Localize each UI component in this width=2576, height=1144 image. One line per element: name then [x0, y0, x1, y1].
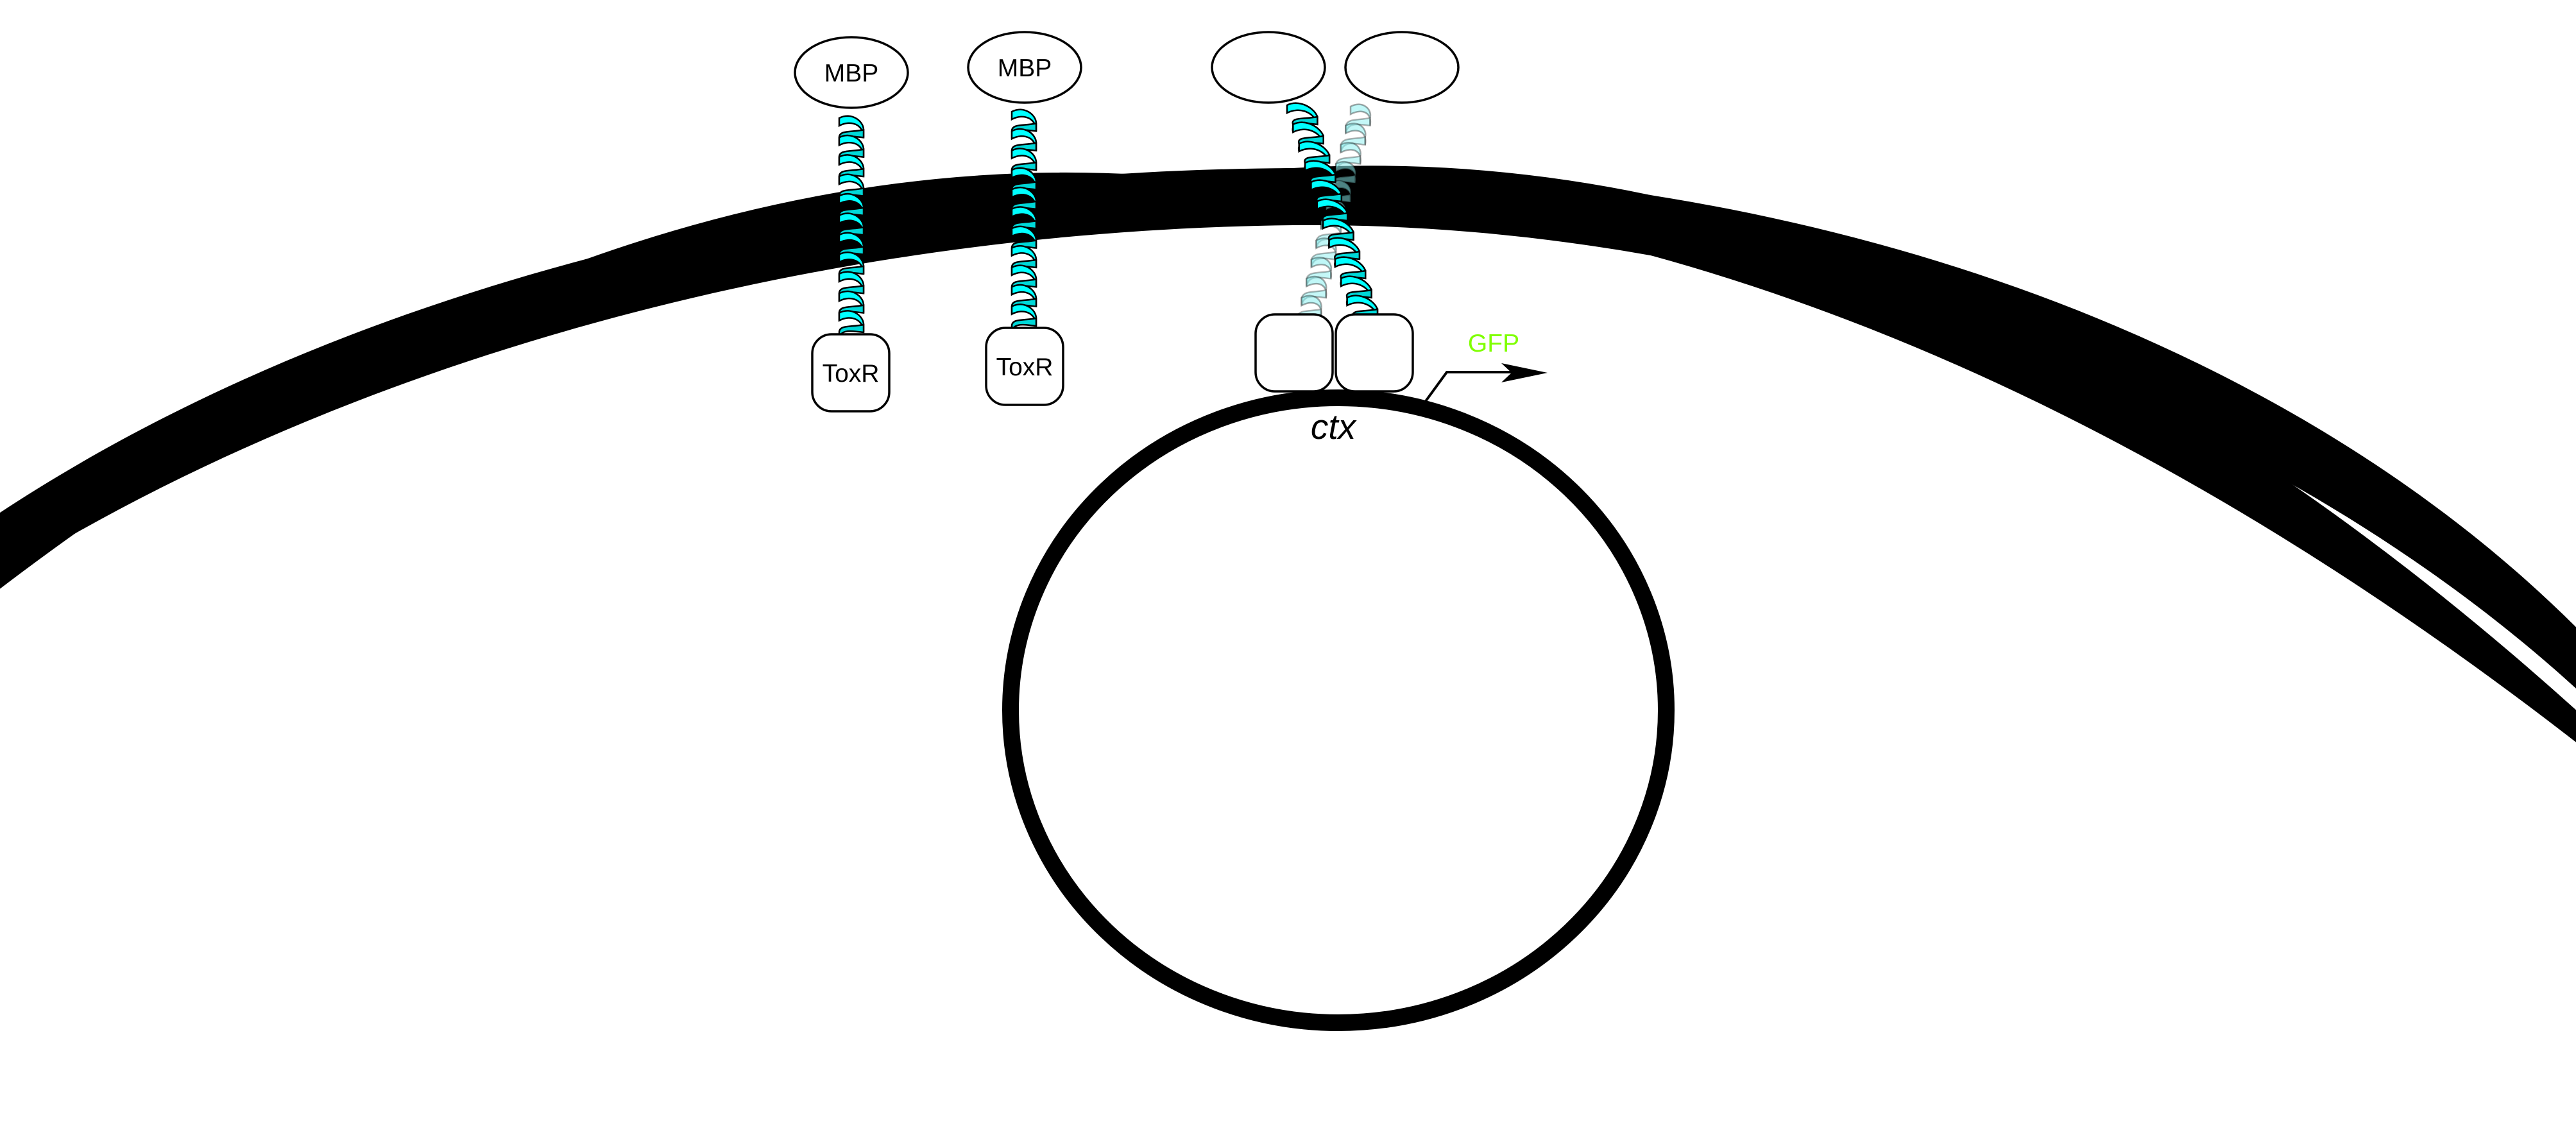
helix-turn-back: [1345, 117, 1371, 134]
mbp-domain-left: [794, 36, 909, 109]
mbp-domain-dimer-left: [1211, 31, 1326, 104]
helix-turn-back: [1340, 136, 1366, 153]
helix-turn: [1335, 160, 1357, 184]
toxr-label-left: ToxR: [823, 360, 880, 388]
helix-turn-back: [1301, 289, 1327, 306]
toxr-domain-dimer-left: [1254, 313, 1334, 393]
construct-middle: MBP ToxR: [967, 31, 1082, 406]
promoter-arrow-icon: [1423, 363, 1548, 404]
helix-icon: [838, 115, 865, 341]
mbp-domain-dimer-right: [1344, 31, 1460, 104]
helix-turn-back: [1330, 174, 1356, 191]
helix-turn: [1345, 123, 1367, 145]
mbp-label-left: MBP: [824, 60, 879, 87]
cell-membrane: [0, 166, 2576, 742]
helix-icon: [1286, 102, 1379, 325]
chromosome-circle: [1002, 389, 1675, 1031]
helix-icon: [1011, 108, 1037, 334]
gene-label: ctx: [1311, 407, 1358, 447]
mbp-domain-middle: [967, 31, 1082, 104]
toxr-label-middle: ToxR: [996, 354, 1053, 381]
helix-turn: [1349, 103, 1372, 126]
toxr-domain-left: [811, 333, 891, 413]
helix-turn: [1340, 142, 1361, 164]
helix-turn: [1310, 256, 1333, 279]
construct-left: MBP ToxR: [794, 36, 909, 413]
mbp-label-middle: MBP: [998, 55, 1052, 82]
toxr-domain-middle: [985, 327, 1064, 406]
outer-membrane-band: [0, 167, 2576, 689]
reporter-label: GFP: [1468, 330, 1519, 357]
toxr-domain-dimer-right: [1335, 313, 1414, 393]
construct-dimer: [1211, 31, 1460, 393]
helix-turn-back: [1306, 269, 1332, 287]
helix-turn-back: [1335, 155, 1361, 172]
helix-turn: [1306, 275, 1327, 298]
